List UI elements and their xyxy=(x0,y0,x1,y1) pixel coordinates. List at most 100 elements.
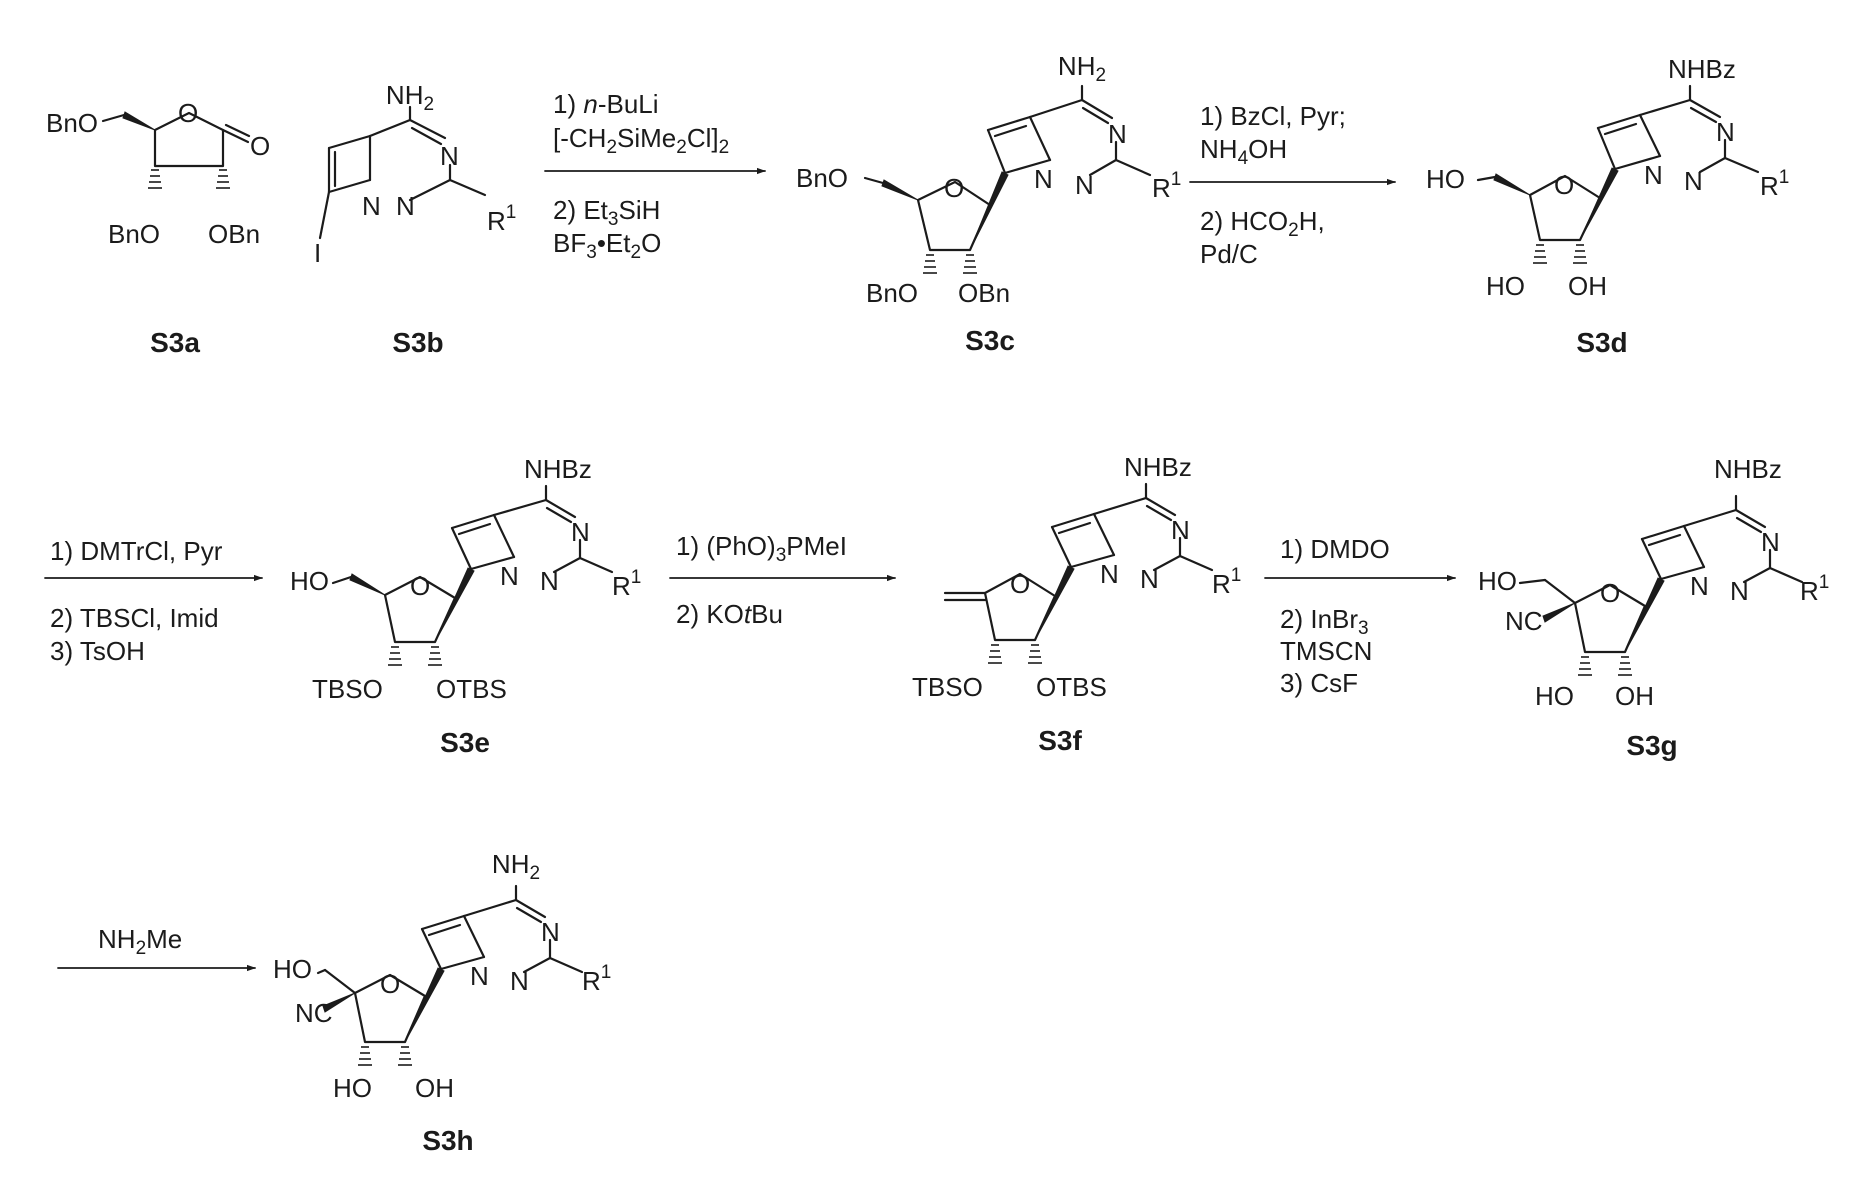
reaction-arrow-2: 1) BzCl, Pyr; NH4OH 2) HCO2H, Pd/C xyxy=(1190,101,1395,269)
r1-substituent: R1 xyxy=(612,567,641,601)
nitrogen-atom: N xyxy=(1644,160,1663,190)
nitrogen-atom: N xyxy=(1761,527,1780,557)
nhbz-group: NHBz xyxy=(1124,452,1192,482)
compound-label: S3e xyxy=(440,727,490,758)
condition-text: 2) KOtBu xyxy=(676,599,783,629)
obn-label: OBn xyxy=(208,219,260,249)
ho-label: HO xyxy=(290,566,329,596)
r1-substituent: R1 xyxy=(1760,167,1789,201)
amino-group: NH2 xyxy=(1058,51,1106,86)
nitrogen-atom: N xyxy=(500,561,519,591)
condition-text: 2) InBr3 xyxy=(1280,604,1369,639)
condition-text: TMSCN xyxy=(1280,636,1372,666)
otbs-label: OTBS xyxy=(436,674,507,704)
nitrogen-atom: N xyxy=(1075,170,1094,200)
compound-s3h: NH2 N N N R1 O HO NC HO OH S3h xyxy=(273,849,611,1156)
condition-text: NH4OH xyxy=(1200,134,1287,169)
ho-label: HO xyxy=(333,1073,372,1103)
compound-label: S3c xyxy=(965,325,1015,356)
r1-substituent: R1 xyxy=(487,202,516,236)
ring-oxygen: O xyxy=(178,98,198,128)
nitrogen-atom: N xyxy=(1716,117,1735,147)
nitrogen-atom: N xyxy=(1140,564,1159,594)
reaction-arrow-1: 1) n-BuLi [-CH2SiMe2Cl]2 2) Et3SiH BF3•E… xyxy=(545,89,765,263)
ring-oxygen: O xyxy=(380,969,400,999)
compound-label: S3a xyxy=(150,327,200,358)
ring-oxygen: O xyxy=(1010,569,1030,599)
iodine-atom: I xyxy=(314,238,321,268)
compound-label: S3f xyxy=(1038,725,1082,756)
bno-label: BnO xyxy=(796,163,848,193)
compound-s3b: NH2 N N N R1 I S3b xyxy=(314,80,516,358)
compound-label: S3d xyxy=(1576,327,1627,358)
wedge-bond xyxy=(123,112,155,130)
compound-s3d: NHBz N N N R1 O HO HO OH S3d xyxy=(1426,54,1789,358)
oh-label: OH xyxy=(415,1073,454,1103)
nitrogen-atom: N xyxy=(1171,515,1190,545)
nitrogen-atom: N xyxy=(1684,166,1703,196)
condition-text: [-CH2SiMe2Cl]2 xyxy=(553,123,729,158)
reaction-arrow-3: 1) DMTrCl, Pyr 2) TBSCl, Imid 3) TsOH xyxy=(45,536,262,666)
nitrogen-atom: N xyxy=(1690,571,1709,601)
nitrogen-atom: N xyxy=(1034,164,1053,194)
reaction-arrow-5: 1) DMDO 2) InBr3 TMSCN 3) CsF xyxy=(1265,534,1455,698)
amino-group: NH2 xyxy=(492,849,540,884)
oh-label: OH xyxy=(1568,271,1607,301)
nhbz-group: NHBz xyxy=(1714,454,1782,484)
compound-label: S3b xyxy=(392,327,443,358)
compound-s3e: NHBz N N N R1 O HO TBSO OTBS S3e xyxy=(290,454,641,758)
nitrogen-atom: N xyxy=(541,917,560,947)
compound-s3a: BnO O O BnO OBn S3a xyxy=(46,98,270,358)
ho-label: HO xyxy=(1486,271,1525,301)
nitrogen-atom: N xyxy=(362,191,381,221)
r1-substituent: R1 xyxy=(582,962,611,996)
nitrogen-atom: N xyxy=(510,966,529,996)
condition-text: 1) BzCl, Pyr; xyxy=(1200,101,1346,131)
amino-group: NH2 xyxy=(386,80,434,115)
compound-label: S3g xyxy=(1626,730,1677,761)
otbs-label: OTBS xyxy=(1036,672,1107,702)
ho-label: HO xyxy=(1535,681,1574,711)
ring-oxygen: O xyxy=(944,173,964,203)
ho-label: HO xyxy=(1478,566,1517,596)
compound-s3g: NHBz N N N R1 O HO NC HO OH S3g xyxy=(1478,454,1829,761)
condition-text: Pd/C xyxy=(1200,239,1258,269)
nitrogen-atom: N xyxy=(440,141,459,171)
r1-substituent: R1 xyxy=(1212,565,1241,599)
nitrogen-atom: N xyxy=(1100,559,1119,589)
ho-label: HO xyxy=(273,954,312,984)
condition-text: 3) TsOH xyxy=(50,636,145,666)
condition-text: 2) TBSCl, Imid xyxy=(50,603,219,633)
bno-label: BnO xyxy=(866,278,918,308)
bno-label: BnO xyxy=(46,108,98,138)
condition-text: 2) HCO2H, xyxy=(1200,206,1325,241)
nhbz-group: NHBz xyxy=(1668,54,1736,84)
nitrogen-atom: N xyxy=(571,517,590,547)
reaction-arrow-6: NH2Me xyxy=(58,924,255,968)
oh-label: OH xyxy=(1615,681,1654,711)
condition-text: 2) Et3SiH xyxy=(553,195,660,230)
condition-text: NH2Me xyxy=(98,924,182,959)
ho-label: HO xyxy=(1426,164,1465,194)
nhbz-group: NHBz xyxy=(524,454,592,484)
condition-text: 1) (PhO)3PMeI xyxy=(676,531,847,566)
condition-text: 3) CsF xyxy=(1280,668,1358,698)
condition-text: BF3•Et2O xyxy=(553,228,661,263)
compound-s3f: NHBz N N N R1 O TBSO OTBS S3f xyxy=(912,452,1241,756)
condition-text: 1) n-BuLi xyxy=(553,89,659,119)
bno-label: BnO xyxy=(108,219,160,249)
condition-text: 1) DMTrCl, Pyr xyxy=(50,536,223,566)
obn-label: OBn xyxy=(958,278,1010,308)
condition-text: 1) DMDO xyxy=(1280,534,1390,564)
ring-oxygen: O xyxy=(410,571,430,601)
r1-substituent: R1 xyxy=(1800,572,1829,606)
nitrogen-atom: N xyxy=(1730,576,1749,606)
ring-oxygen: O xyxy=(1554,170,1574,200)
r1-substituent: R1 xyxy=(1152,169,1181,203)
nitrogen-atom: N xyxy=(396,191,415,221)
nitrile-label: NC xyxy=(1505,606,1543,636)
carbonyl-oxygen: O xyxy=(250,131,270,161)
nitrogen-atom: N xyxy=(1108,119,1127,149)
ring-oxygen: O xyxy=(1600,578,1620,608)
